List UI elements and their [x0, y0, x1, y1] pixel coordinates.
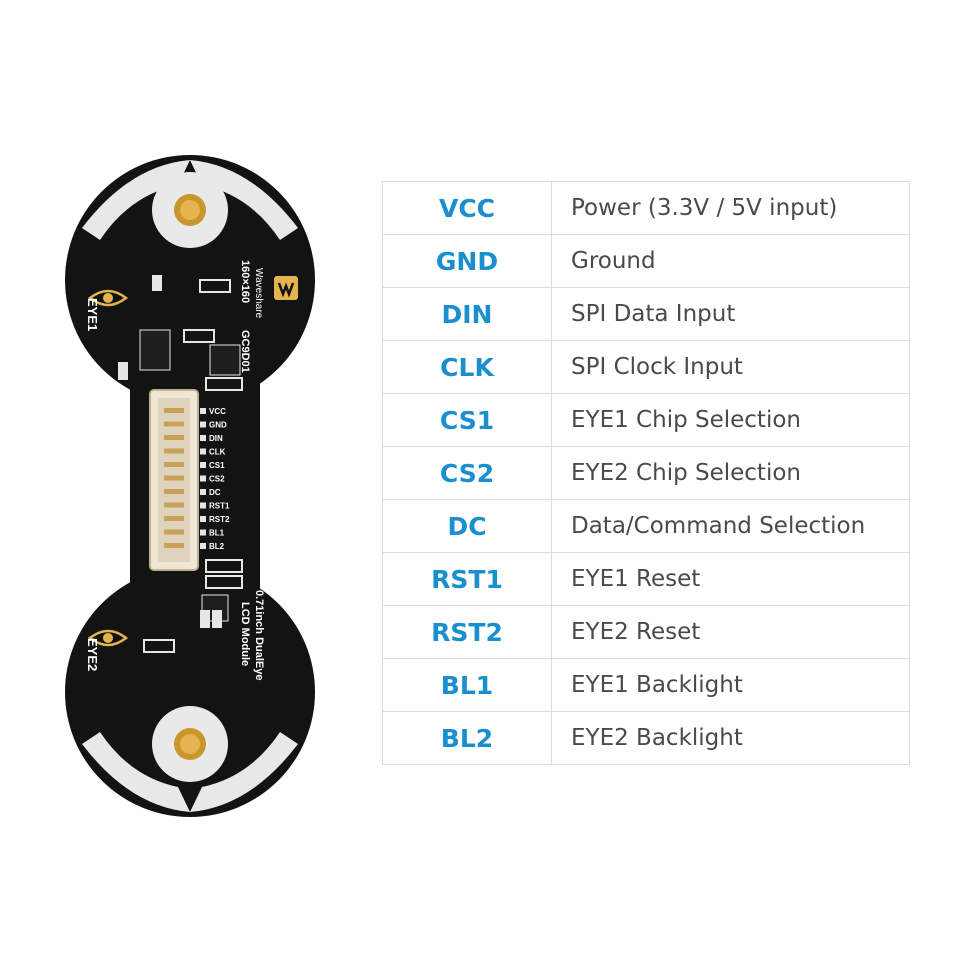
- pin-label-marker: [200, 421, 206, 428]
- pin-label-marker: [200, 462, 206, 468]
- connector-pin: [164, 448, 184, 454]
- pin-description: EYE1 Reset: [551, 552, 910, 606]
- model-line1-text: 0.71inch DualEye: [253, 590, 265, 681]
- connector-pin-label: RST1: [209, 502, 230, 511]
- pin-description: EYE1 Backlight: [551, 658, 910, 712]
- connector-pin: [164, 475, 184, 481]
- pin-name: BL2: [382, 711, 552, 765]
- pin-description: EYE1 Chip Selection: [551, 393, 910, 447]
- brand-text: Waveshare: [253, 268, 264, 319]
- pin-label-marker: [200, 435, 206, 441]
- pin-name: VCC: [382, 181, 552, 235]
- board-body: [65, 155, 315, 817]
- eye2-icon: [87, 629, 129, 647]
- pin-description: EYE2 Chip Selection: [551, 446, 910, 500]
- connector-pin-label: GND: [209, 421, 227, 430]
- board-illustration: EYE1 EYE2 Waveshare 160×160 GC9D01 0.71i…: [65, 155, 315, 817]
- connector-pin: [164, 502, 184, 508]
- pin-name: RST2: [382, 605, 552, 659]
- connector-pin-label: BL1: [209, 529, 225, 538]
- connector-pin: [164, 543, 184, 548]
- pin-label-marker: [200, 502, 206, 509]
- smd-components: [118, 275, 243, 653]
- pin-label-marker: [200, 475, 206, 482]
- pin-description: EYE2 Backlight: [551, 711, 910, 765]
- pin-description: SPI Data Input: [551, 287, 910, 341]
- top-right-arc-decoration: [190, 160, 298, 240]
- pin-description: EYE2 Reset: [551, 605, 910, 659]
- bottom-right-arc-decoration: [190, 732, 298, 812]
- pin-description: SPI Clock Input: [551, 340, 910, 394]
- connector-pin: [164, 421, 184, 427]
- pin-label-marker: [200, 408, 206, 414]
- connector-pin: [164, 462, 184, 467]
- pin-label-marker: [200, 516, 206, 522]
- connector-pin-label: CS2: [209, 475, 225, 484]
- connector-pin-label: CLK: [209, 448, 226, 457]
- driver-text: GC9D01: [239, 330, 251, 373]
- pin-label-marker: [200, 448, 206, 455]
- bottom-left-arc-decoration: [82, 732, 190, 812]
- connector-pin-label: DIN: [209, 434, 223, 443]
- resolution-text: 160×160: [239, 260, 251, 303]
- connector-pin: [164, 435, 184, 440]
- pin-name: DC: [382, 499, 552, 553]
- connector-pin-label: DC: [209, 488, 221, 497]
- model-line2-text: LCD Module: [239, 602, 251, 666]
- pin-name: DIN: [382, 287, 552, 341]
- pin-name: CS1: [382, 393, 552, 447]
- eye2-label: EYE2: [85, 638, 100, 671]
- pin-name: GND: [382, 234, 552, 288]
- connector-pin: [164, 408, 184, 413]
- pin-label-marker: [200, 529, 206, 536]
- pin-name: RST1: [382, 552, 552, 606]
- connector-pin-label: BL2: [209, 542, 225, 551]
- pin-description: Ground: [551, 234, 910, 288]
- eye1-icon: [87, 289, 129, 307]
- connector-pin-label: CS1: [209, 461, 225, 470]
- pin-label-marker: [200, 543, 206, 549]
- pin-name: CLK: [382, 340, 552, 394]
- connector-pin: [164, 529, 184, 535]
- top-left-arc-decoration: [82, 160, 190, 240]
- pin-name: BL1: [382, 658, 552, 712]
- pin-label-marker: [200, 489, 206, 495]
- connector-pin: [164, 516, 184, 521]
- waveshare-logo: [274, 276, 298, 300]
- pin-description: Power (3.3V / 5V input): [551, 181, 910, 235]
- connector-pin: [164, 489, 184, 494]
- eye1-label: EYE1: [85, 298, 100, 331]
- connector-pin-label: VCC: [209, 407, 226, 416]
- pin-name: CS2: [382, 446, 552, 500]
- connector-pin-label: RST2: [209, 515, 230, 524]
- lcd-module-board-photo: EYE1 EYE2 Waveshare 160×160 GC9D01 0.71i…: [60, 140, 350, 830]
- pin-description: Data/Command Selection: [551, 499, 910, 553]
